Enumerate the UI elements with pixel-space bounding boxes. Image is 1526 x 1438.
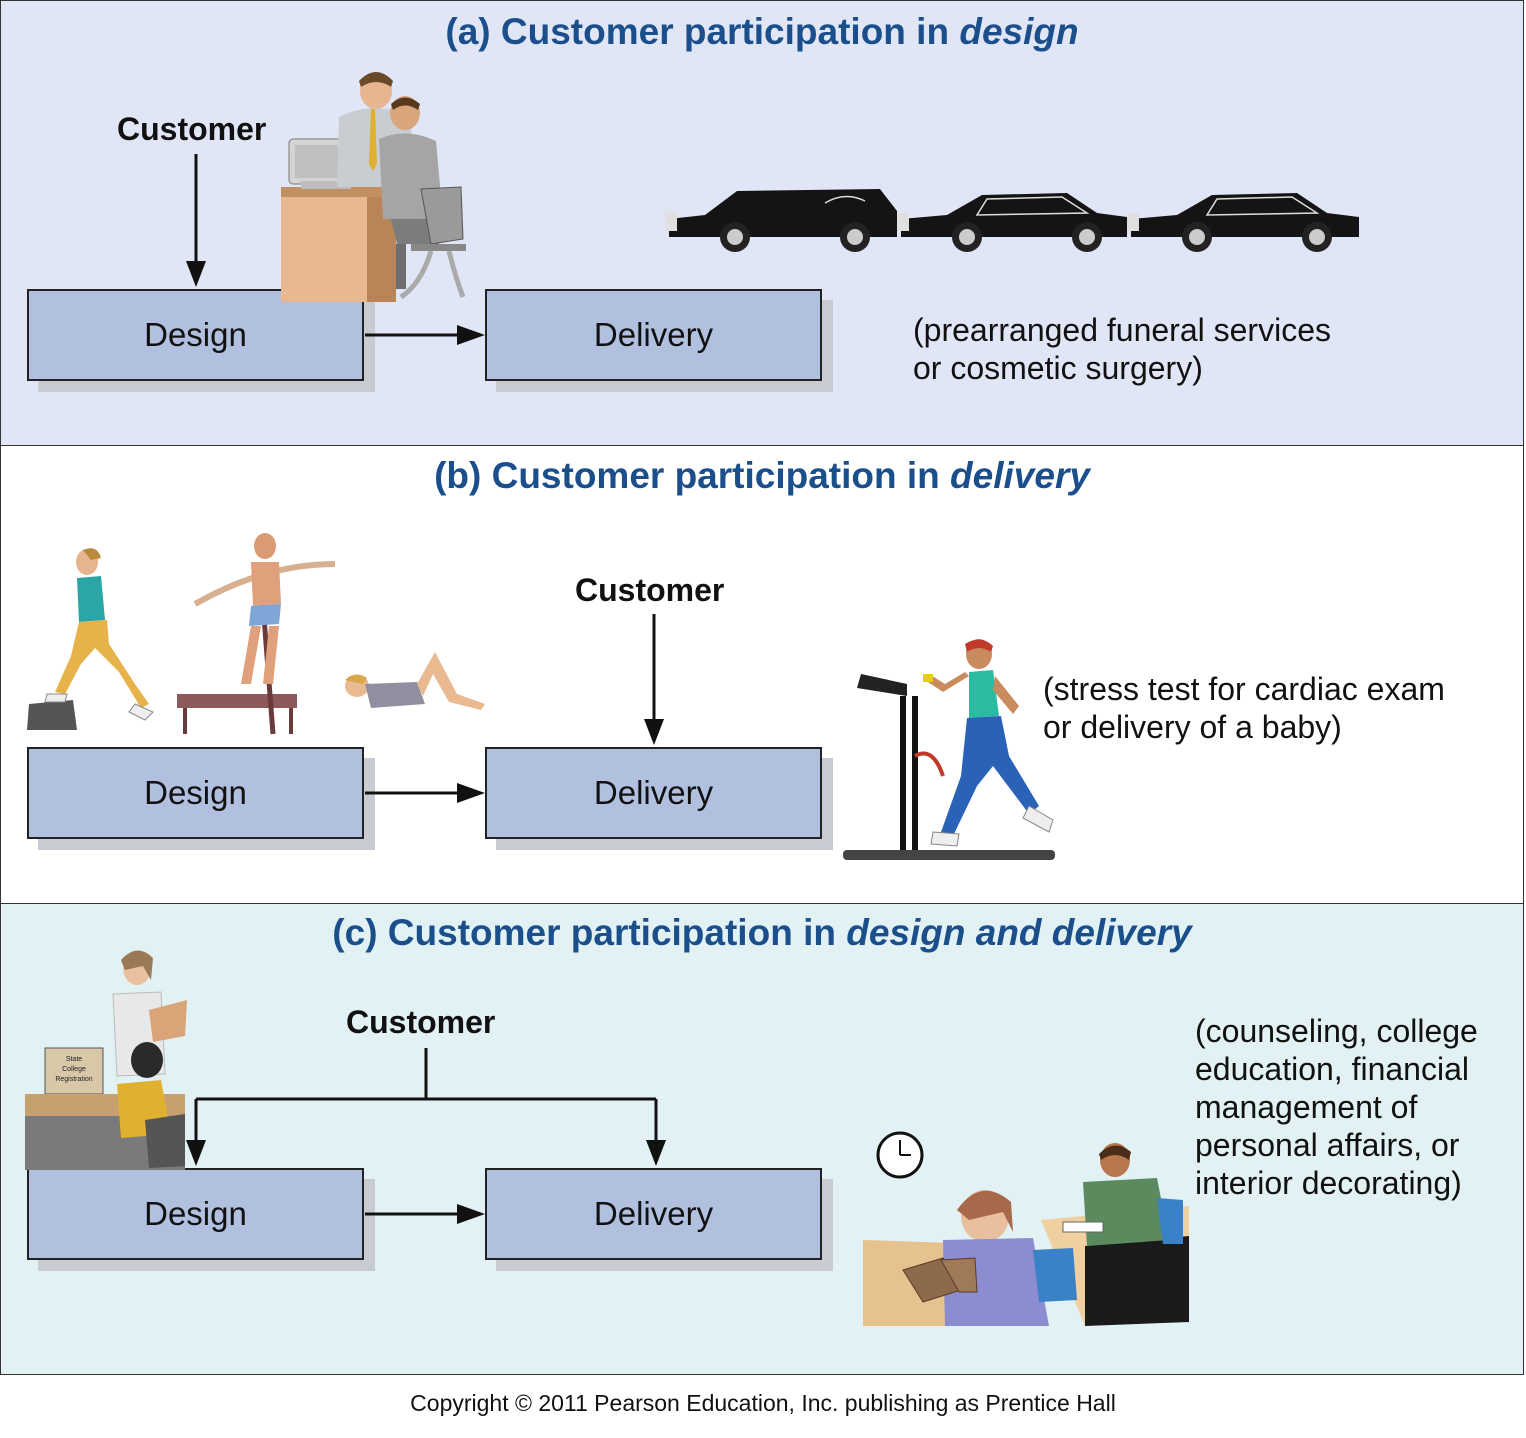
panel-a-delivery-box: Delivery — [485, 289, 822, 381]
panel-a-note: (prearranged funeral services or cosmeti… — [913, 311, 1331, 387]
businessmen-at-desk-illustration — [281, 72, 466, 302]
panel-a-title: (a) Customer participation in design — [1, 11, 1523, 53]
hearse-icon — [665, 189, 897, 252]
panel-b-arrows — [365, 614, 664, 803]
panel-c-note-line-5: interior decorating) — [1195, 1165, 1462, 1201]
panel-b-title-prefix: (b) Customer participation in — [434, 455, 951, 496]
customer-to-delivery-arrow — [644, 614, 664, 745]
customer-to-design-and-delivery-arrows — [186, 1048, 666, 1166]
panel-a-note-line-1: (prearranged funeral services — [913, 312, 1331, 348]
sign-line-3: Registration — [55, 1076, 92, 1083]
panel-c-note-line-2: education, financial — [1195, 1051, 1469, 1087]
panel-delivery-participation: (b) Customer participation in delivery C… — [0, 445, 1524, 904]
registration-desk-illustration: State College Registration — [25, 950, 187, 1170]
panel-b-title: (b) Customer participation in delivery — [1, 455, 1523, 497]
panel-c-delivery-box: Delivery — [485, 1168, 822, 1260]
panel-design-participation: (a) Customer participation in design Cus… — [0, 0, 1524, 446]
panel-a-note-line-2: or cosmetic surgery) — [913, 350, 1203, 386]
design-to-delivery-arrow — [365, 1204, 485, 1224]
panel-c-note: (counseling, college education, financia… — [1195, 1012, 1478, 1202]
panel-c-title: (c) Customer participation in design and… — [1, 912, 1523, 954]
panel-c-title-prefix: (c) Customer participation in — [332, 912, 847, 953]
panel-c-note-line-1: (counseling, college — [1195, 1013, 1478, 1049]
panel-c-customer-label: Customer — [346, 1004, 496, 1040]
panel-c-arrows — [186, 1048, 666, 1224]
panel-a-customer-label: Customer — [117, 111, 267, 147]
panel-c-note-line-4: personal affairs, or — [1195, 1127, 1460, 1163]
sign-line-1: State — [66, 1056, 82, 1063]
panel-b-note: (stress test for cardiac exam or deliver… — [1043, 670, 1445, 746]
panel-b-design-box: Design — [27, 747, 364, 839]
customer-to-design-arrow — [186, 154, 206, 287]
design-to-delivery-arrow — [365, 783, 485, 803]
panel-c-title-emphasis: design and delivery — [846, 912, 1192, 953]
copyright-notice: Copyright © 2011 Pearson Education, Inc.… — [410, 1390, 1116, 1416]
panel-c-note-line-3: management of — [1195, 1089, 1418, 1125]
panel-b-delivery-box: Delivery — [485, 747, 822, 839]
panel-b-note-line-1: (stress test for cardiac exam — [1043, 671, 1445, 707]
sign-line-2: College — [62, 1066, 86, 1073]
panel-design-and-delivery-participation: (c) Customer participation in design and… — [0, 903, 1524, 1375]
panel-b-title-emphasis: delivery — [950, 455, 1090, 496]
panel-b-note-line-2: or delivery of a baby) — [1043, 709, 1342, 745]
panel-a-title-prefix: (a) Customer participation in — [445, 11, 960, 52]
panel-c-design-box: Design — [27, 1168, 364, 1260]
exercise-figures-illustration — [27, 533, 485, 735]
panel-a-arrows — [186, 154, 485, 345]
panel-a-title-emphasis: design — [959, 11, 1079, 52]
panel-a-design-box: Design — [27, 289, 364, 381]
panel-b-customer-label: Customer — [575, 572, 725, 608]
treadmill-runner-illustration — [843, 639, 1055, 860]
limousine-icon — [665, 189, 1359, 252]
design-to-delivery-arrow — [365, 325, 485, 345]
students-studying-illustration — [863, 1143, 1189, 1326]
clock-icon — [876, 1131, 924, 1179]
